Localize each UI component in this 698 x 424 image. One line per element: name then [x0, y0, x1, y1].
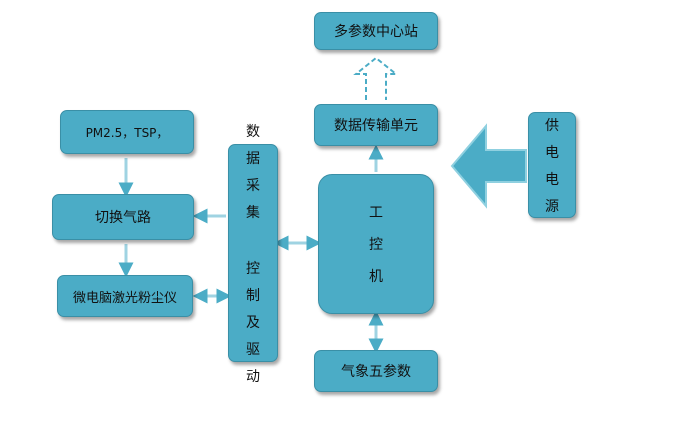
power-char: 电 — [545, 144, 559, 161]
ctrl-char: 及 — [246, 314, 260, 331]
acq-char: 集 — [246, 204, 260, 221]
power-supply-box: 供 电 电 源 — [528, 112, 576, 218]
pm-box: PM2.5，TSP， — [60, 110, 194, 154]
weather-label: 气象五参数 — [341, 364, 411, 380]
center-station-box: 多参数中心站 — [314, 12, 438, 50]
pm-label: PM2.5，TSP， — [85, 125, 169, 140]
ipc-char: 控 — [369, 237, 383, 253]
arrow-dashed-up — [353, 56, 399, 100]
switch-gas-box: 切换气路 — [52, 194, 194, 240]
ipc-char: 机 — [369, 269, 383, 285]
acq-char: 据 — [246, 150, 260, 167]
arrow-power — [450, 123, 527, 209]
power-char: 电 — [545, 171, 559, 188]
center-station-label: 多参数中心站 — [334, 24, 418, 40]
power-char: 源 — [545, 198, 559, 215]
dust-meter-box: 微电脑激光粉尘仪 — [57, 275, 193, 317]
transmission-unit-box: 数据传输单元 — [314, 104, 438, 146]
acquisition-control-box: 数 据 采 集 控 制 及 驱 动 — [228, 124, 278, 385]
ctrl-char: 制 — [246, 287, 260, 304]
ctrl-char: 驱 — [246, 341, 260, 358]
industrial-pc-box: 工 控 机 — [318, 174, 434, 314]
acq-char: 采 — [246, 177, 260, 194]
power-char: 供 — [545, 117, 559, 134]
acq-char: 数 — [246, 123, 260, 140]
switch-gas-label: 切换气路 — [95, 210, 151, 226]
ctrl-char: 控 — [246, 260, 260, 277]
ipc-char: 工 — [369, 205, 383, 221]
dust-meter-label: 微电脑激光粉尘仪 — [72, 290, 177, 306]
weather-box: 气象五参数 — [314, 350, 438, 392]
transmission-unit-label: 数据传输单元 — [334, 118, 418, 134]
ctrl-char: 动 — [246, 368, 260, 385]
